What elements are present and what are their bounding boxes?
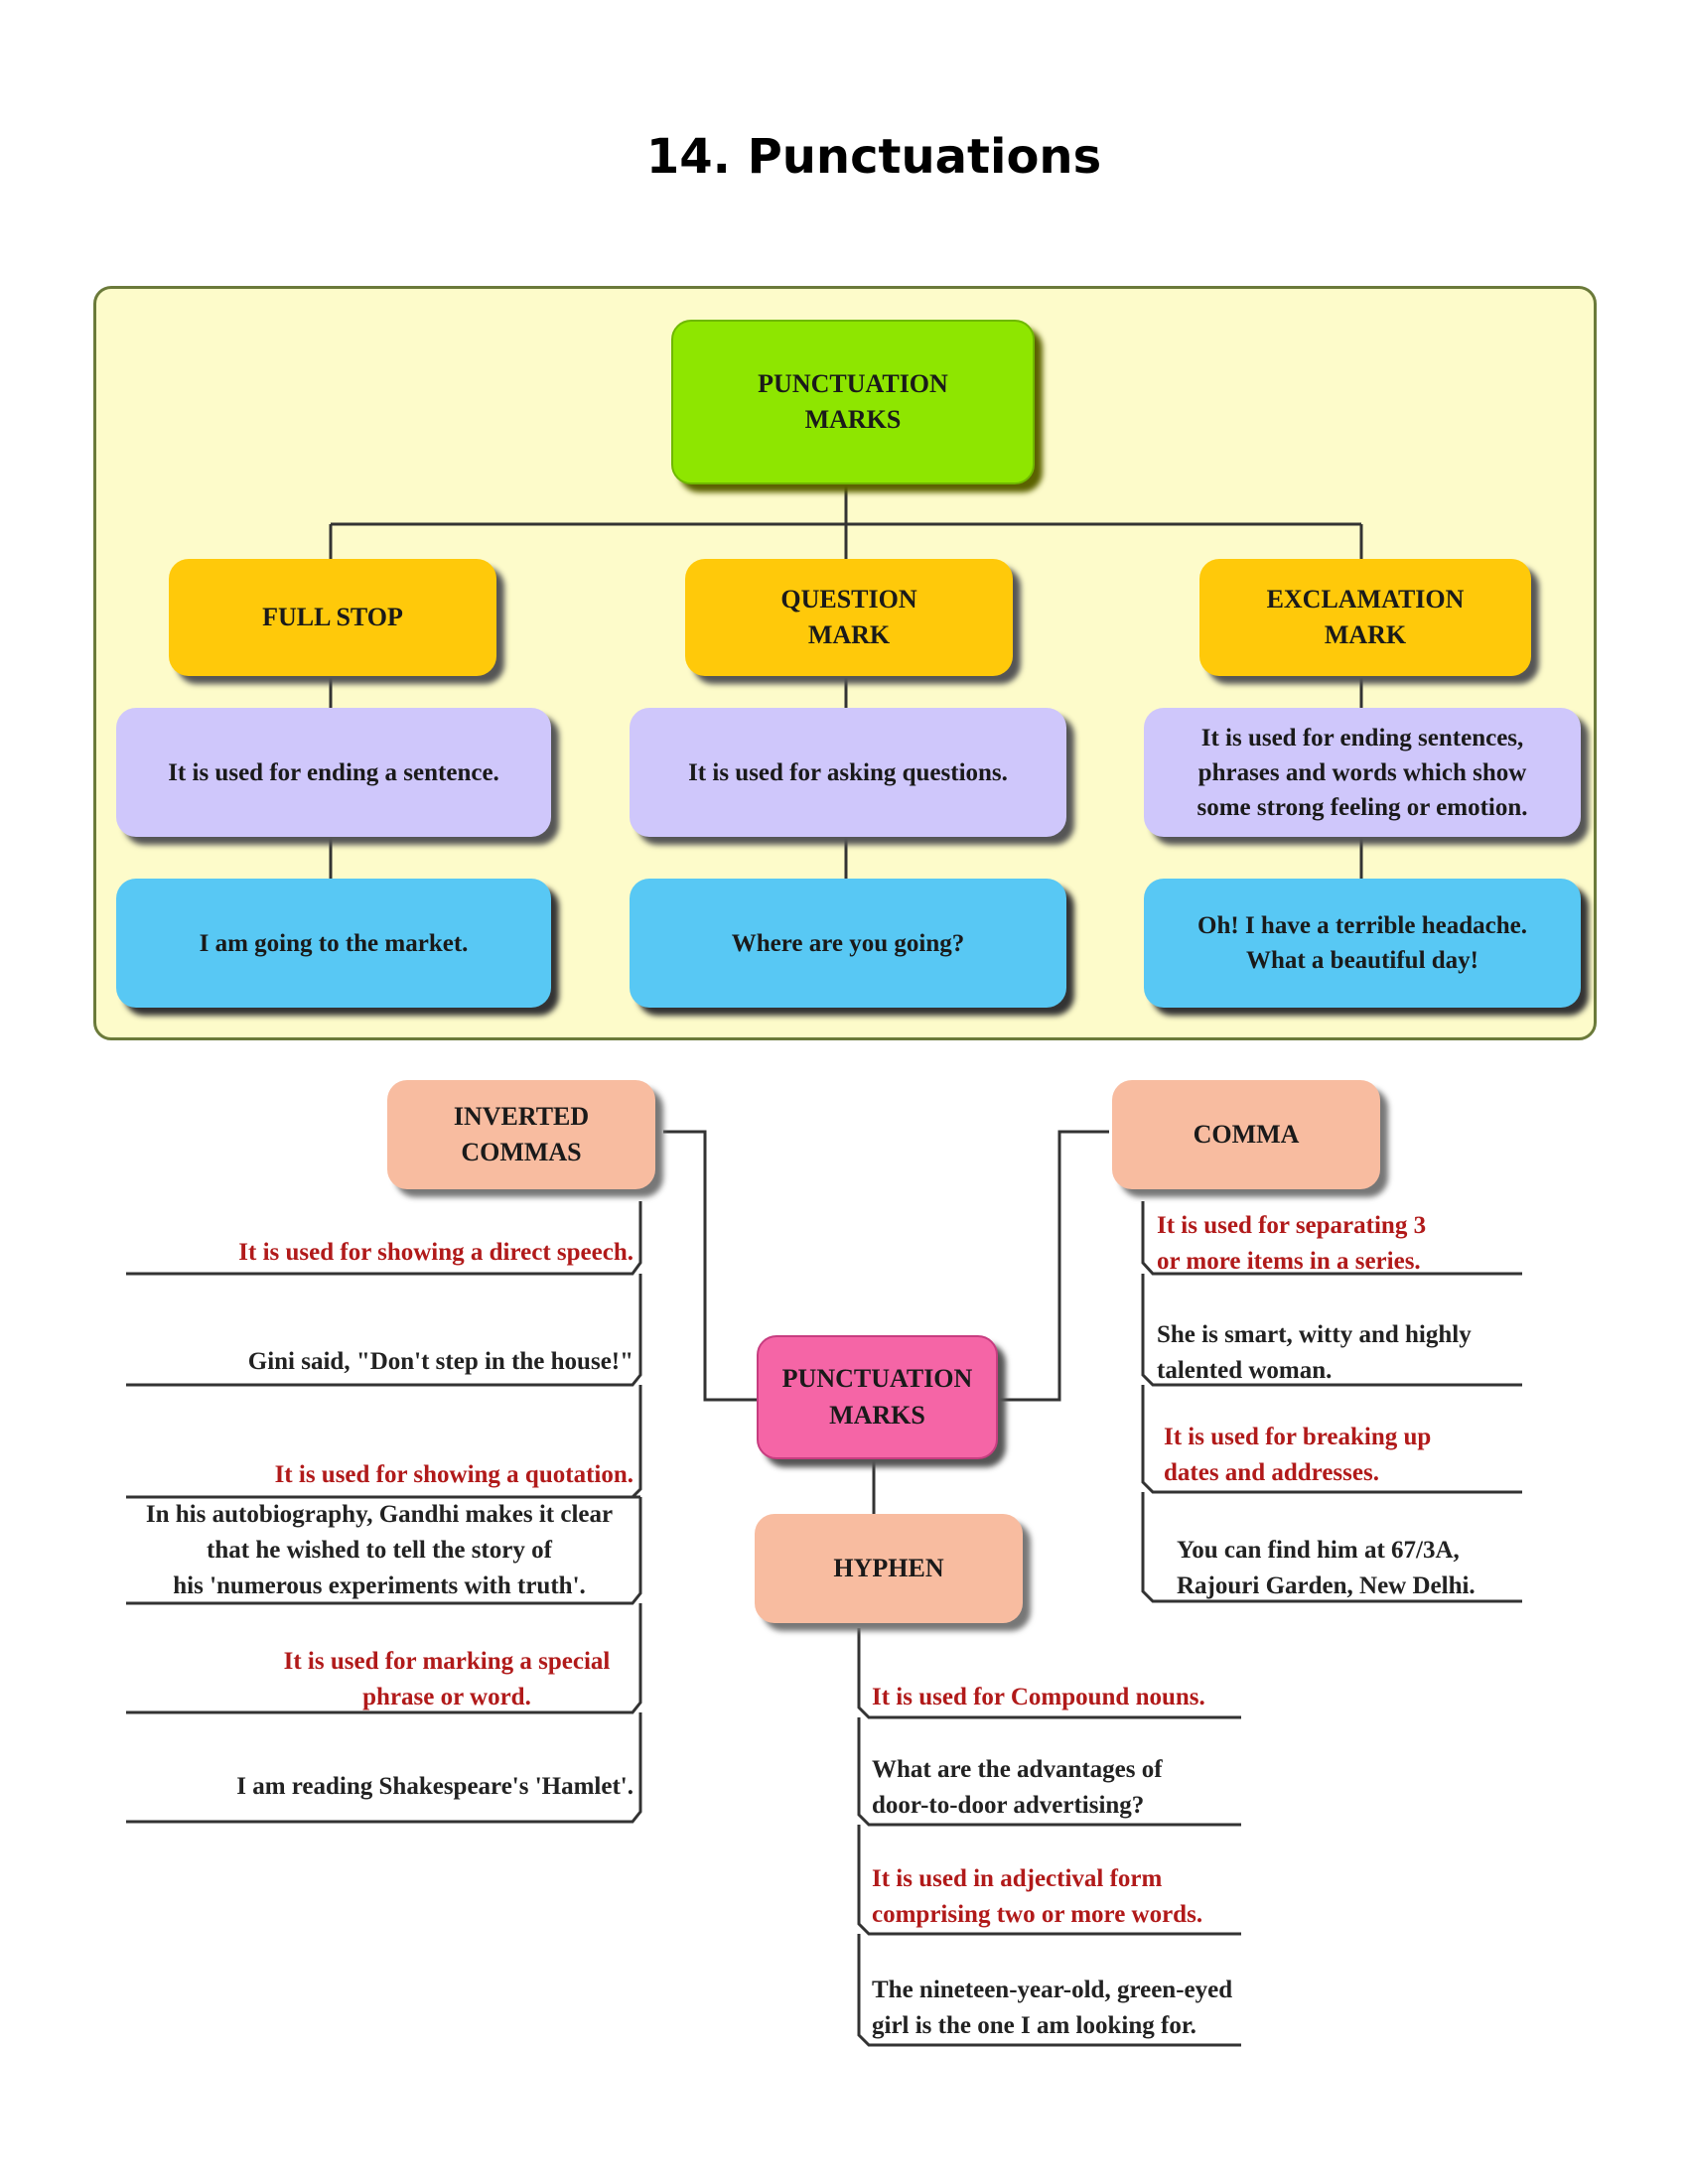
- node-comma: COMMA: [1112, 1080, 1380, 1189]
- comma-example-address: You can find him at 67/3A, Rajouri Garde…: [1177, 1537, 1476, 1599]
- inverted-commas-example-speech: Gini said, "Don't step in the house!": [247, 1348, 633, 1375]
- question-mark-usage: It is used for asking questions.: [630, 708, 1066, 837]
- node-inverted-commas: INVERTED COMMAS: [387, 1080, 655, 1189]
- center-node-punctuation-marks: PUNCTUATION MARKS: [757, 1335, 998, 1459]
- inverted-commas-example-quotation: In his autobiography, Gandhi makes it cl…: [145, 1501, 614, 1599]
- hyphen-example-compound: What are the advantages of door-to-door …: [872, 1756, 1163, 1819]
- exclamation-mark-usage: It is used for ending sentences, phrases…: [1144, 708, 1581, 837]
- page-title: 14. Punctuations: [645, 129, 1102, 185]
- hyphen-use-adjectival: It is used in adjectival form comprising…: [872, 1865, 1203, 1928]
- comma-use-dates-addresses: It is used for breaking up dates and add…: [1164, 1424, 1432, 1486]
- question-mark-example: Where are you going?: [630, 879, 1066, 1008]
- node-exclamation-mark: EXCLAMATION MARK: [1199, 559, 1531, 676]
- node-hyphen: HYPHEN: [755, 1514, 1023, 1623]
- node-question-mark: QUESTION MARK: [685, 559, 1013, 676]
- hyphen-example-adjectival: The nineteen-year-old, green-eyed girl i…: [872, 1977, 1233, 2039]
- inverted-commas-use-quotation: It is used for showing a quotation.: [274, 1461, 633, 1488]
- inverted-commas-use-direct-speech: It is used for showing a direct speech.: [238, 1239, 633, 1266]
- node-full-stop: FULL STOP: [169, 559, 496, 676]
- inverted-commas-use-special-phrase: It is used for marking a special phrase …: [283, 1648, 611, 1710]
- inverted-commas-example-special-phrase: I am reading Shakespeare's 'Hamlet'.: [236, 1773, 633, 1800]
- comma-use-series: It is used for separating 3 or more item…: [1157, 1212, 1427, 1275]
- comma-example-series: She is smart, witty and highly talented …: [1157, 1321, 1472, 1384]
- full-stop-example: I am going to the market.: [116, 879, 551, 1008]
- full-stop-usage: It is used for ending a sentence.: [116, 708, 551, 837]
- exclamation-mark-example: Oh! I have a terrible headache. What a b…: [1144, 879, 1581, 1008]
- root-node-punctuation-marks: PUNCTUATION MARKS: [671, 320, 1035, 484]
- hyphen-use-compound-nouns: It is used for Compound nouns.: [872, 1684, 1205, 1710]
